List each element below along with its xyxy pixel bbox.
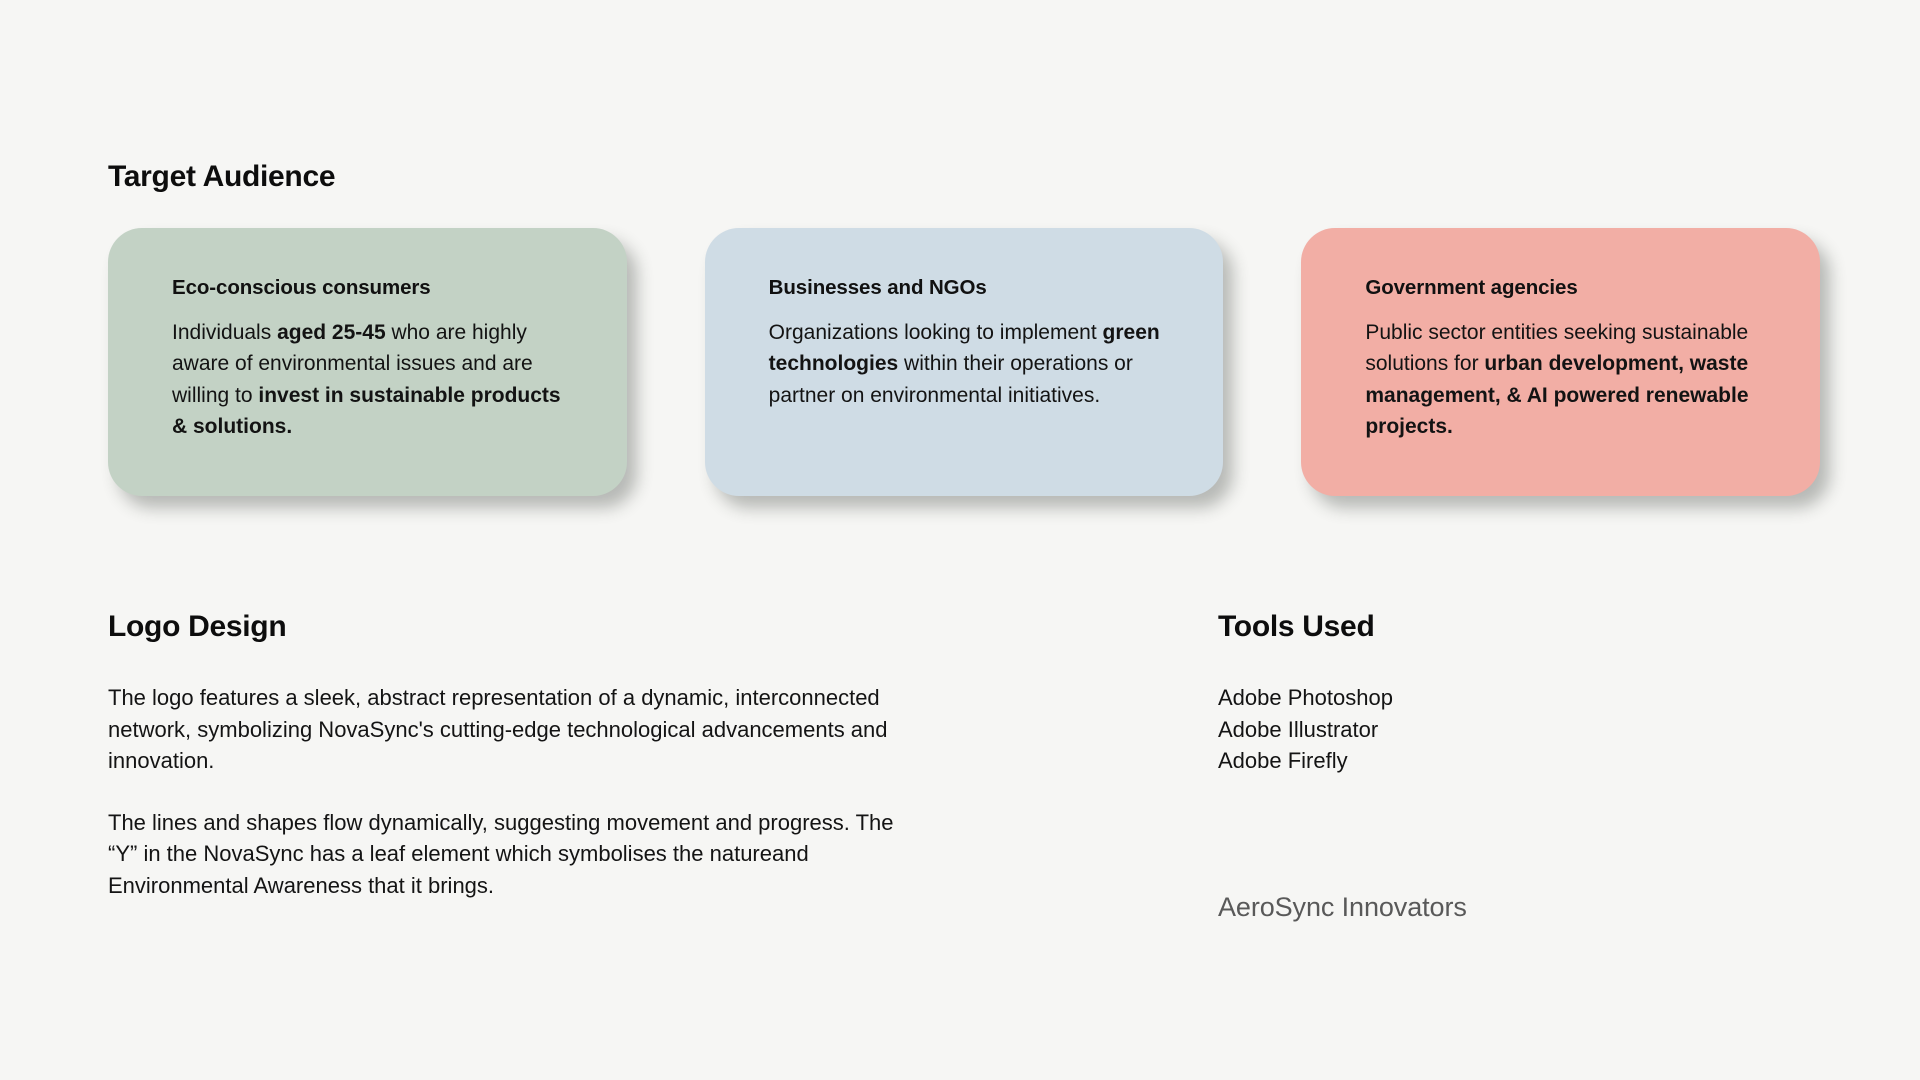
- section-title-logo-design: Logo Design: [108, 609, 287, 643]
- list-item: Adobe Firefly: [1218, 748, 1348, 773]
- logo-design-paragraph: The lines and shapes flow dynamically, s…: [108, 809, 894, 898]
- audience-card-eco-conscious-consumers[interactable]: Eco-conscious consumers Individuals aged…: [108, 228, 627, 496]
- page-title-target-audience: Target Audience: [108, 159, 336, 193]
- tools-used-list: Adobe Photoshop Adobe Illustrator Adobe …: [1218, 682, 1393, 777]
- brand-name-footer: AeroSync Innovators: [1218, 892, 1467, 922]
- audience-card-body: Organizations looking to implement green…: [768, 320, 1160, 407]
- audience-card-title: Eco-conscious consumers: [172, 276, 431, 299]
- logo-design-description: The logo features a sleek, abstract repr…: [108, 682, 908, 901]
- audience-card-businesses-and-ngos[interactable]: Businesses and NGOs Organizations lookin…: [704, 228, 1224, 496]
- list-item: Adobe Illustrator: [1218, 716, 1379, 742]
- audience-card-list: Eco-conscious consumers Individuals aged…: [108, 228, 1821, 496]
- audience-card-body: Individuals aged 25-45 who are highly aw…: [172, 320, 561, 439]
- audience-card-title: Government agencies: [1365, 276, 1578, 299]
- audience-card-body: Public sector entities seeking sustainab…: [1365, 320, 1749, 439]
- audience-card-government-agencies[interactable]: Government agencies Public sector entiti…: [1301, 228, 1821, 496]
- section-title-tools-used: Tools Used: [1218, 609, 1375, 643]
- list-item: Adobe Photoshop: [1218, 685, 1393, 710]
- audience-card-title: Businesses and NGOs: [768, 276, 987, 299]
- logo-design-paragraph: The logo features a sleek, abstract repr…: [108, 685, 888, 773]
